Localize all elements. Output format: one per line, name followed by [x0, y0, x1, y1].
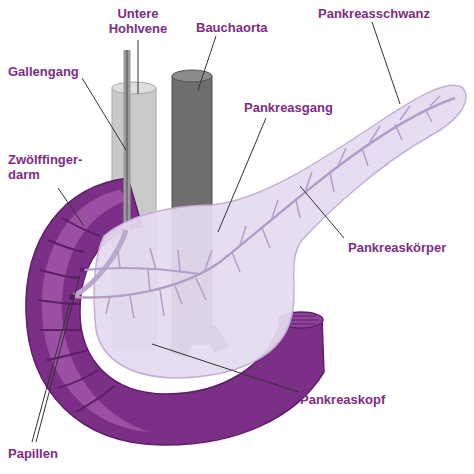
part-label: Zwölffinger- darm — [8, 152, 98, 182]
leader-lines — [32, 22, 400, 442]
part-label: Pankreaskopf — [300, 392, 385, 407]
part-label: Pankreasschwanz — [318, 6, 430, 21]
part-label: Papillen — [8, 446, 58, 461]
part-label: Pankreasgang — [244, 100, 333, 115]
papilla — [69, 268, 85, 301]
part-label: Gallengang — [8, 64, 79, 79]
pancreas — [74, 85, 466, 378]
part-label: Bauchaorta — [196, 20, 268, 35]
part-label: Pankreaskörper — [348, 240, 446, 255]
part-label: Untere Hohlvene — [100, 6, 176, 36]
bile-duct — [127, 50, 128, 230]
